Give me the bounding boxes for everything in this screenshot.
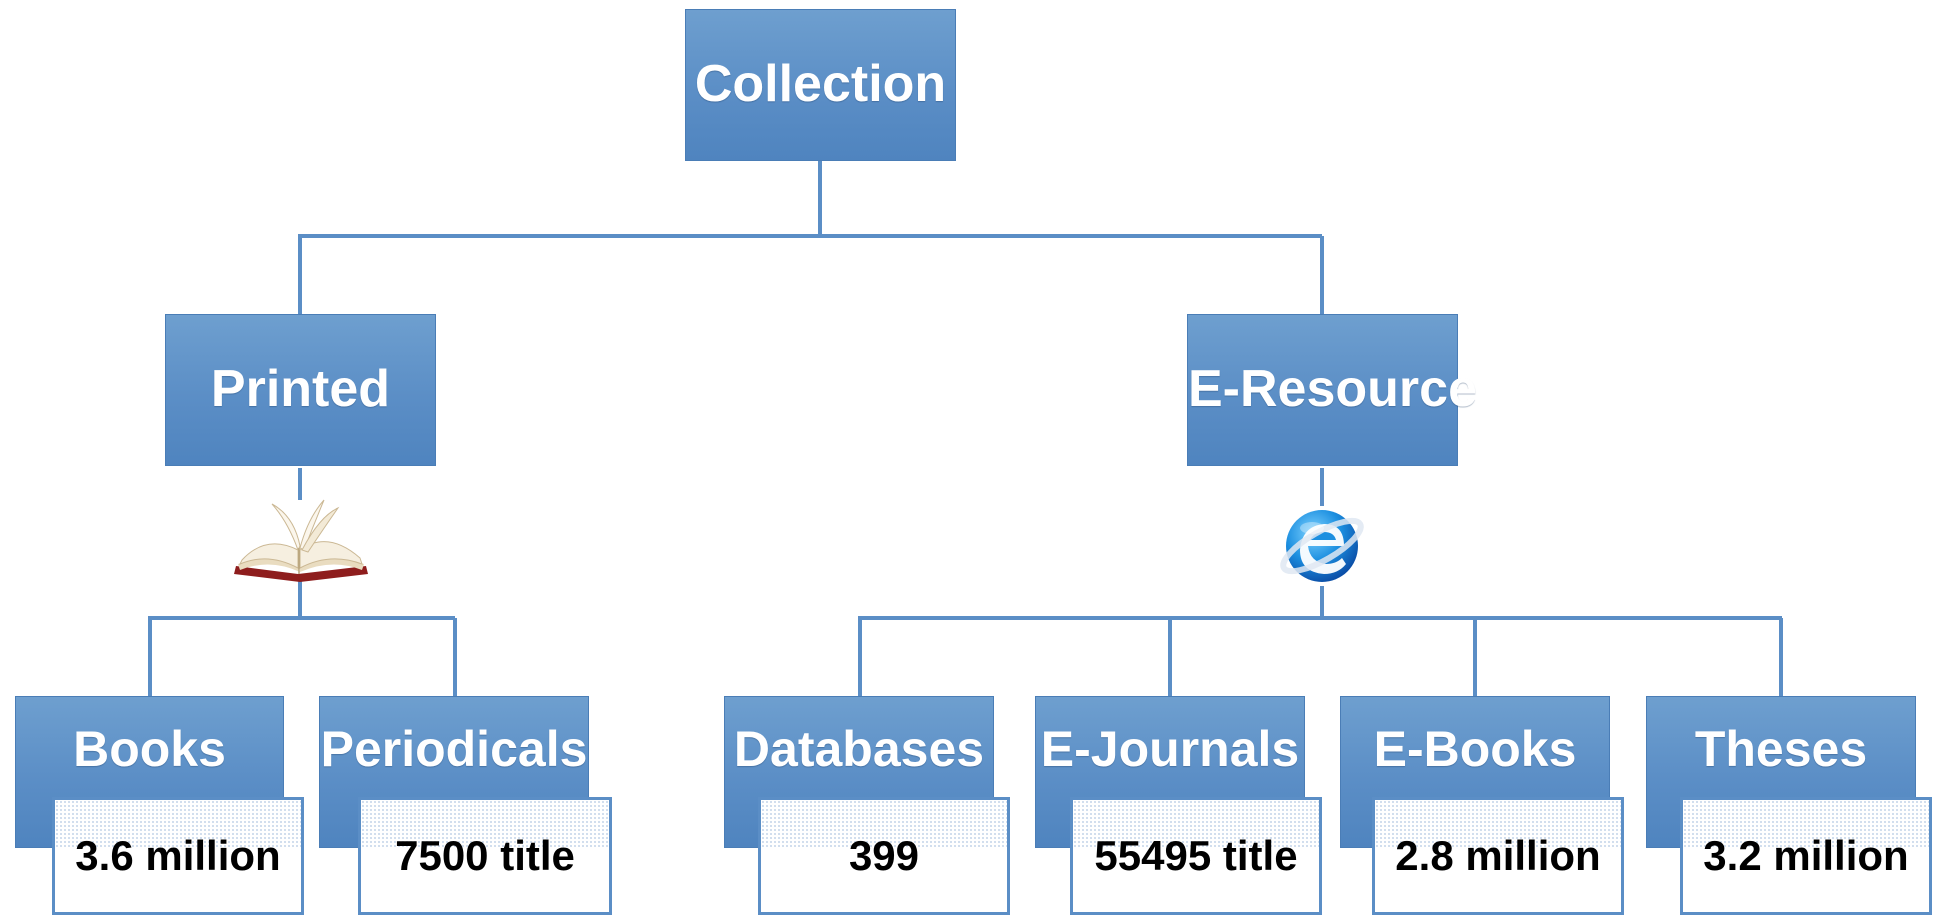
theses-value: 3.2 million bbox=[1680, 797, 1932, 915]
collection-node: Collection bbox=[685, 9, 956, 161]
ejournals-value-text: 55495 title bbox=[1094, 832, 1298, 879]
theses-value-text: 3.2 million bbox=[1703, 832, 1909, 879]
books-value-text: 3.6 million bbox=[75, 832, 281, 879]
books-value: 3.6 million bbox=[52, 797, 304, 915]
ebooks-value-text: 2.8 million bbox=[1395, 832, 1601, 879]
databases-value-text: 399 bbox=[848, 832, 920, 879]
periodicals-value-text: 7500 title bbox=[395, 832, 575, 879]
ebooks-value: 2.8 million bbox=[1372, 797, 1624, 915]
printed-node: Printed bbox=[165, 314, 436, 466]
ejournals-value: 55495 title bbox=[1070, 797, 1322, 915]
open-book-icon bbox=[228, 494, 374, 584]
eresource-node: E-Resource bbox=[1187, 314, 1477, 466]
databases-value: 399 bbox=[758, 797, 1010, 915]
periodicals-value: 7500 title bbox=[358, 797, 612, 915]
internet-explorer-globe-icon bbox=[1280, 502, 1364, 586]
